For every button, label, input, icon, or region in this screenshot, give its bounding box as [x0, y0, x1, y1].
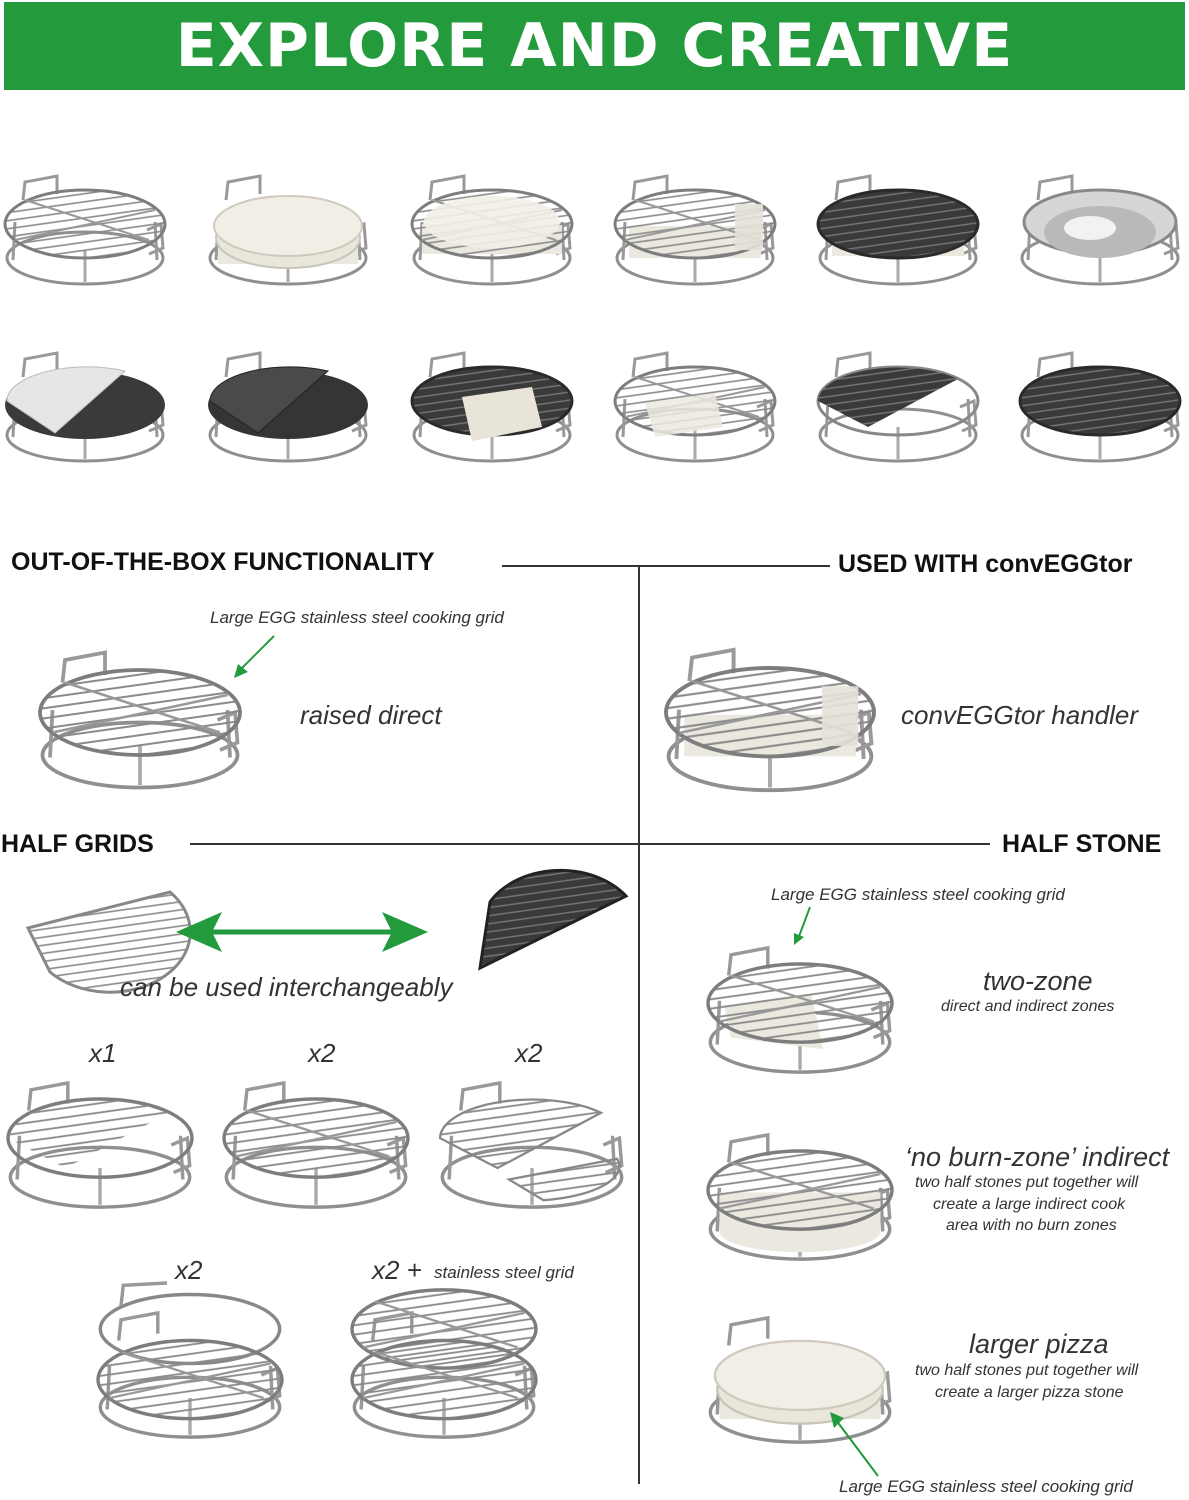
section-title-oob: OUT-OF-THE-BOX FUNCTIONALITY — [11, 548, 435, 576]
callout-arrow — [234, 635, 275, 678]
oob-label: raised direct — [300, 700, 442, 730]
gallery-row-2 — [5, 351, 1182, 463]
hs-item-2-desc-0: two half stones put together will — [915, 1174, 1139, 1191]
interchange-label: can be used interchangeably — [120, 972, 453, 1002]
two-zone-rack — [706, 946, 894, 1074]
half-grid-cast — [478, 868, 629, 971]
larger-pizza-rack — [708, 1316, 892, 1444]
convegg-rack — [664, 647, 876, 793]
config-rack-1 — [6, 1081, 194, 1209]
hs-item-2-desc-1: create a large indirect cook — [933, 1196, 1126, 1213]
stone-grid-icon — [410, 174, 574, 286]
half-cast-rack-icon — [816, 351, 980, 463]
interchange-arrow — [176, 912, 428, 952]
config-label-3: x2 — [515, 1038, 543, 1068]
divider-half — [190, 843, 990, 845]
config-label-1: x1 — [89, 1038, 117, 1068]
cast-iron-grid-icon — [816, 174, 980, 286]
callout-arrow-top — [794, 906, 811, 945]
section-title-convegg: USED WITH convEGGtor — [838, 550, 1133, 578]
half-grid-steel — [25, 890, 192, 994]
raised-direct-rack — [38, 650, 242, 790]
stone-rack-icon — [208, 174, 368, 286]
oob-callout: Large EGG stainless steel cooking grid — [210, 608, 504, 627]
cast-half-stone-icon — [410, 351, 574, 463]
cast-grid-rack-icon — [1018, 351, 1182, 463]
config-rack-3 — [438, 1081, 624, 1209]
config-label-4: x2 — [175, 1255, 203, 1285]
half-stone-callout-top: Large EGG stainless steel cooking grid — [771, 885, 1065, 904]
divider-oob — [502, 565, 830, 567]
grid-rack-icon — [3, 174, 167, 286]
convEGGtor-grid-icon — [613, 174, 777, 286]
stone-grid-rack-icon — [613, 351, 777, 463]
convegg-label: convEGGtor handler — [901, 700, 1139, 730]
config-label-5: x2 + — [372, 1255, 422, 1285]
half-stone-half-griddle-icon — [5, 351, 165, 463]
config-rack-5 — [350, 1288, 538, 1439]
no-burn-zone-rack — [706, 1133, 894, 1261]
hs-item-1-desc-0: direct and indirect zones — [941, 998, 1115, 1015]
hs-item-2-title: ‘no burn-zone’ indirect — [905, 1142, 1170, 1172]
hs-item-3-desc-1: create a larger pizza stone — [935, 1384, 1124, 1401]
hs-item-3-desc-0: two half stones put together will — [915, 1362, 1139, 1379]
config-label-2: x2 — [308, 1038, 336, 1068]
half-stone-callout-bottom: Large EGG stainless steel cooking grid — [839, 1477, 1133, 1496]
wok-rack-icon — [1020, 174, 1180, 286]
section-title-half-grids: HALF GRIDS — [1, 830, 154, 858]
section-title-half-stone: HALF STONE — [1002, 830, 1162, 858]
divider-vertical — [638, 566, 640, 1484]
config-rack-2 — [222, 1081, 410, 1209]
hs-item-2-desc-2: area with no burn zones — [946, 1217, 1117, 1234]
hs-item-1-title: two-zone — [983, 966, 1093, 996]
perforated-half-griddle-icon — [208, 351, 368, 463]
hs-item-3-title: larger pizza — [969, 1329, 1109, 1359]
callout-arrow-bottom — [830, 1412, 879, 1477]
gallery-row-1 — [3, 174, 1180, 286]
title-banner: EXPLORE AND CREATIVE — [4, 2, 1185, 90]
config-note-5: stainless steel grid — [434, 1263, 574, 1282]
config-rack-4 — [96, 1281, 284, 1439]
banner-title: EXPLORE AND CREATIVE — [175, 11, 1014, 81]
